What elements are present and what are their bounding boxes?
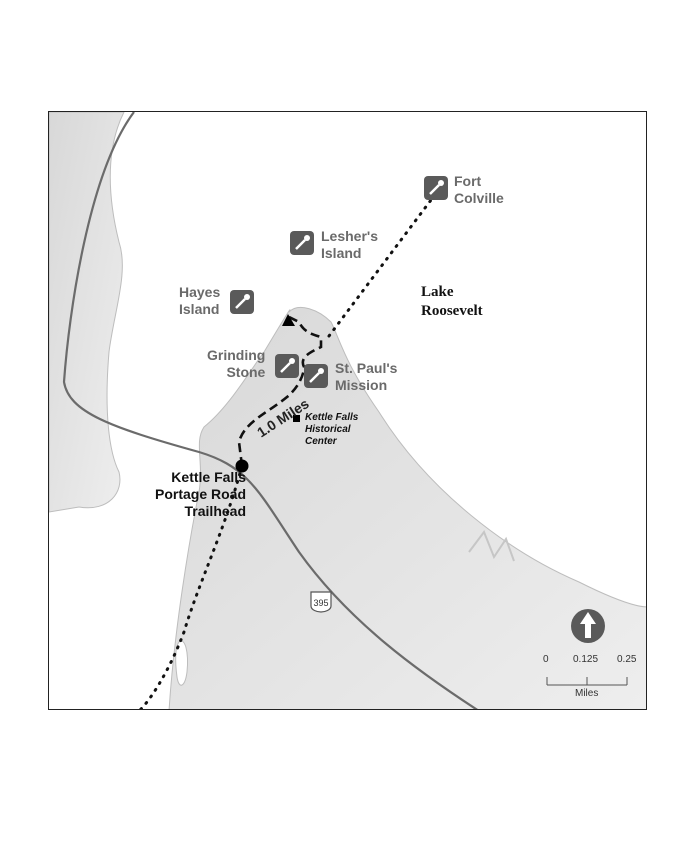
map-canvas: 395 [49, 112, 646, 709]
viewpoint-icon[interactable] [424, 176, 448, 200]
portage-route-north [327, 190, 439, 338]
scale-tick-0: 0 [543, 654, 549, 665]
terrain-ridge [468, 529, 515, 562]
viewpoint-icon[interactable] [230, 290, 254, 314]
highway-shield: 395 [310, 591, 332, 613]
scale-tick-1: 0.125 [573, 654, 599, 665]
west-shore [49, 112, 125, 513]
building-marker [293, 415, 300, 422]
viewpoint-icon[interactable] [275, 354, 299, 378]
svg-text:395: 395 [313, 598, 328, 608]
scale-tick-2: 0.25 [617, 654, 637, 665]
highway-395 [62, 112, 478, 709]
scale-bar [546, 677, 628, 686]
north-arrow-icon [571, 609, 605, 643]
peninsula [168, 307, 646, 709]
scale-unit: Miles [575, 688, 599, 699]
small-island [175, 640, 188, 686]
viewpoint-icon[interactable] [304, 364, 328, 388]
trailhead-marker[interactable] [235, 459, 249, 473]
trail-end-triangle [282, 314, 295, 326]
viewpoint-icon[interactable] [290, 231, 314, 255]
